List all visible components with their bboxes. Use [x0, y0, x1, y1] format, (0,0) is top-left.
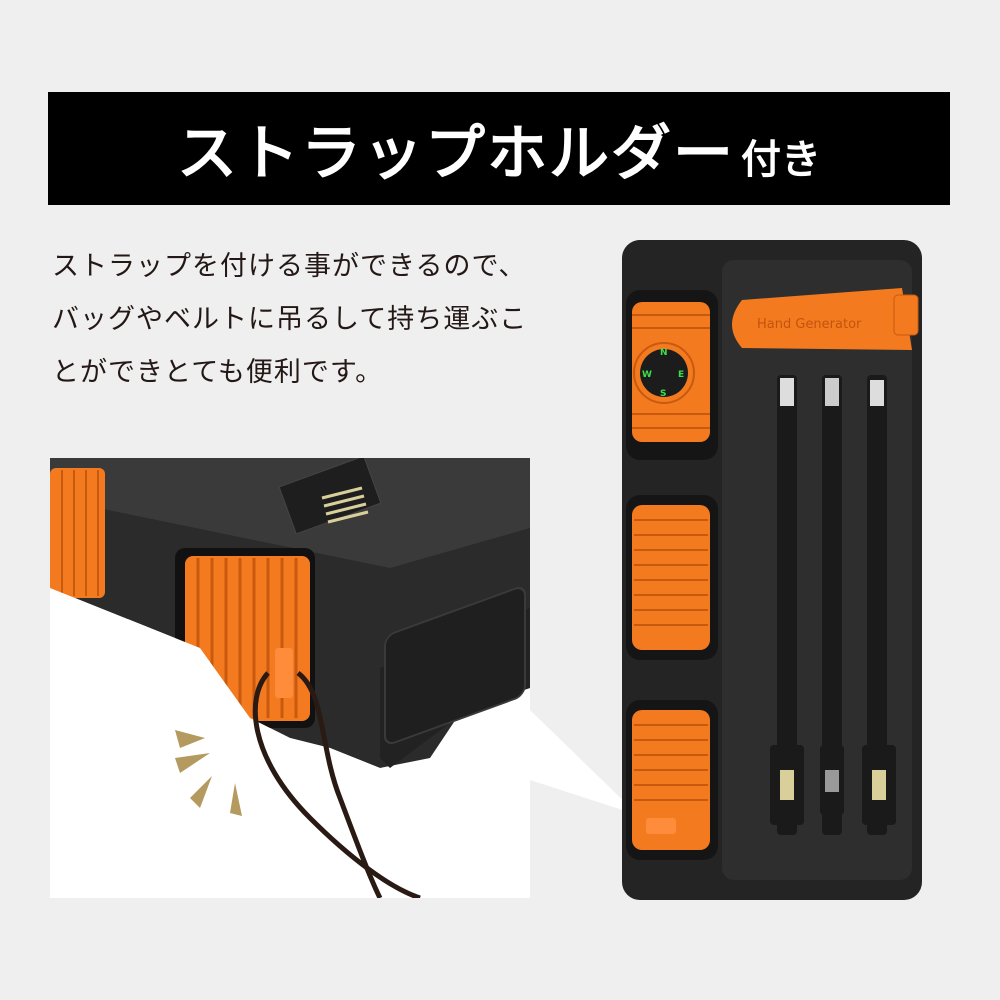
banner-suffix: 付き: [741, 136, 821, 183]
svg-text:N: N: [660, 348, 668, 358]
description-line: バッグやベルトに吊るして持ち運ぶこ: [52, 304, 528, 335]
power-bank-image: N E S W Hand Generator: [622, 240, 922, 900]
svg-text:Hand Generator: Hand Generator: [757, 317, 862, 332]
strap-closeup-image: [50, 458, 530, 898]
strap-closeup-illustration: [50, 458, 530, 898]
description-line: ストラップを付ける事ができるので、: [52, 251, 527, 282]
power-bank-illustration: N E S W Hand Generator: [622, 240, 922, 900]
sparkle-icon: [175, 730, 242, 816]
svg-text:W: W: [642, 370, 652, 380]
description: ストラップを付ける事ができるので、 バッグやベルトに吊るして持ち運ぶこ とができ…: [52, 240, 572, 399]
banner-title: ストラップホルダー: [177, 119, 735, 189]
svg-text:S: S: [660, 389, 666, 399]
title-banner: ストラップホルダー 付き: [48, 92, 950, 205]
svg-text:E: E: [678, 370, 684, 380]
callout-pointer: [530, 710, 638, 815]
description-line: とができとても便利です。: [52, 357, 384, 388]
